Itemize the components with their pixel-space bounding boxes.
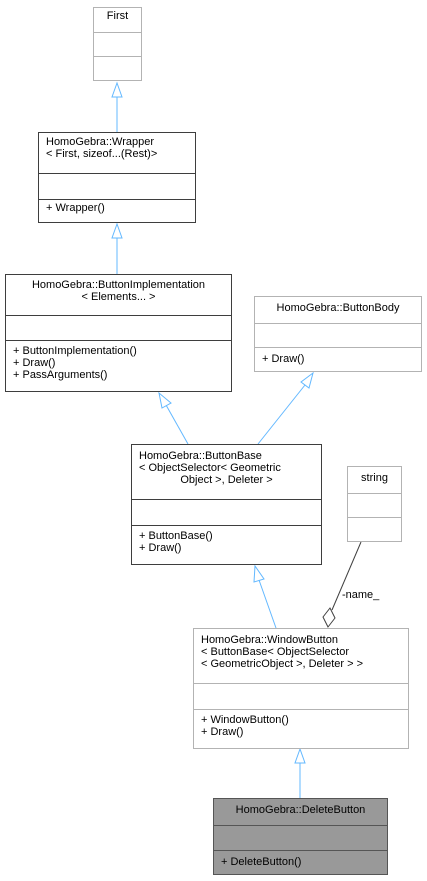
edge-windowbutton-uses-string [322,541,362,628]
class-title-line: HomoGebra::ButtonBody [276,302,400,314]
class-first-title: First [94,8,141,32]
edge-deletebutton-to-windowbutton [294,747,306,798]
class-window-button-attributes [194,683,408,709]
class-first[interactable]: First [93,7,142,81]
class-button-implementation[interactable]: HomoGebra::ButtonImplementation < Elemen… [5,274,232,392]
method-button-base: + ButtonBase() [139,530,213,542]
class-delete-button[interactable]: HomoGebra::DeleteButton + DeleteButton() [213,798,388,875]
class-title-line: Object >, Deleter > [180,474,273,486]
class-string[interactable]: string [347,466,402,542]
class-wrapper-title: HomoGebra::Wrapper < First, sizeof...(Re… [39,133,195,173]
method-pass-arguments: + PassArguments() [13,369,108,381]
class-button-base-attributes [132,499,321,525]
class-title-line: < GeometricObject >, Deleter > > [201,658,364,670]
edge-windowbutton-to-buttonbase [253,564,277,629]
class-button-implementation-methods: + ButtonImplementation() + Draw() + Pass… [6,340,231,391]
class-window-button[interactable]: HomoGebra::WindowButton < ButtonBase< Ob… [193,628,409,749]
class-delete-button-title: HomoGebra::DeleteButton [214,799,387,825]
class-string-title: string [348,467,401,493]
class-delete-button-attributes [214,825,387,850]
method-wrapper: + Wrapper() [46,202,105,214]
class-button-body[interactable]: HomoGebra::ButtonBody + Draw() [254,296,422,372]
method-draw: + Draw() [262,353,305,365]
edge-buttonbase-to-buttonimpl [158,391,189,445]
method-draw: + Draw() [13,357,56,369]
edge-wrapper-to-first [111,81,123,132]
class-button-base-title: HomoGebra::ButtonBase < ObjectSelector< … [132,445,321,499]
class-title-line: HomoGebra::Wrapper [46,136,155,148]
class-button-body-attributes [255,323,421,347]
class-title-line: < ButtonBase< ObjectSelector [201,646,349,658]
class-title-line: First [106,10,129,22]
method-draw: + Draw() [201,726,244,738]
method-delete-button: + DeleteButton() [221,856,302,868]
class-string-attributes [348,493,401,517]
class-string-methods [348,517,401,541]
edge-buttonbase-to-buttonbody [257,371,314,445]
class-wrapper[interactable]: HomoGebra::Wrapper < First, sizeof...(Re… [38,132,196,223]
class-button-body-methods: + Draw() [255,347,421,371]
class-title-line: < ObjectSelector< Geometric [139,462,281,474]
edge-buttonimpl-to-wrapper [111,222,123,274]
method-button-implementation: + ButtonImplementation() [13,345,137,357]
class-title-line: HomoGebra::WindowButton [201,634,338,646]
method-draw: + Draw() [139,542,182,554]
class-button-implementation-title: HomoGebra::ButtonImplementation < Elemen… [6,275,231,315]
class-title-line: HomoGebra::ButtonImplementation [31,279,206,291]
edge-label-name: -name_ [342,589,380,601]
class-button-base-methods: + ButtonBase() + Draw() [132,525,321,564]
class-title-line: HomoGebra::DeleteButton [235,804,366,816]
class-button-base[interactable]: HomoGebra::ButtonBase < ObjectSelector< … [131,444,322,565]
class-title-line: < First, sizeof...(Rest)> [46,148,158,160]
class-window-button-title: HomoGebra::WindowButton < ButtonBase< Ob… [194,629,408,683]
class-title-line: string [361,472,388,484]
class-button-body-title: HomoGebra::ButtonBody [255,297,421,323]
class-wrapper-methods: + Wrapper() [39,199,195,222]
class-button-implementation-attributes [6,315,231,340]
class-window-button-methods: + WindowButton() + Draw() [194,709,408,748]
method-window-button: + WindowButton() [201,714,289,726]
class-delete-button-methods: + DeleteButton() [214,850,387,874]
class-title-line: < Elements... > [81,291,156,303]
class-first-methods [94,56,141,80]
class-title-line: HomoGebra::ButtonBase [139,450,262,462]
class-wrapper-attributes [39,173,195,199]
class-first-attributes [94,32,141,56]
